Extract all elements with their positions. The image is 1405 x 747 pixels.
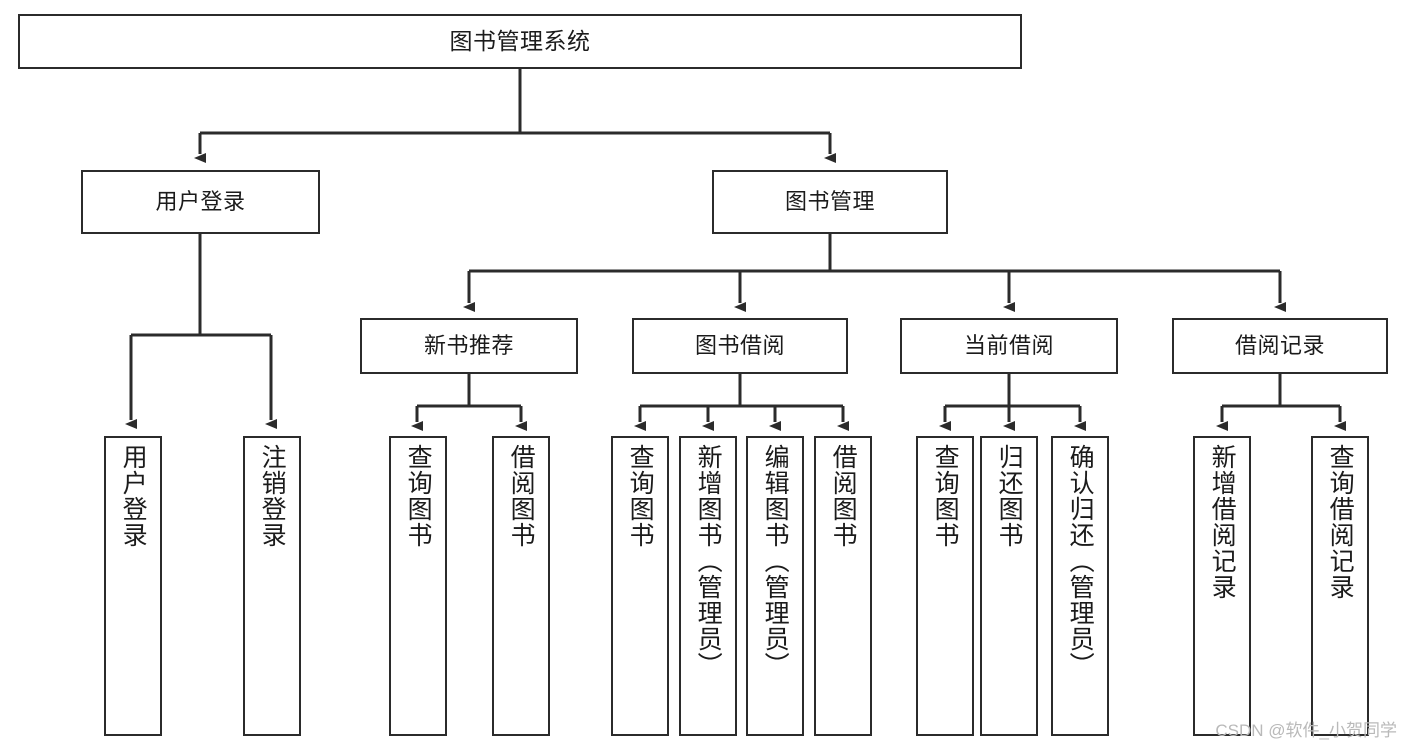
node-user-login[interactable]: 用户登录 <box>81 170 320 234</box>
node-book-management[interactable]: 图书管理 <box>712 170 948 234</box>
node-label: 新书推荐 <box>423 333 514 359</box>
node-label: 新增图书（管理员） <box>694 444 723 678</box>
node-label: 新增借阅记录 <box>1208 444 1237 600</box>
node-label: 用户登录 <box>119 444 148 548</box>
leaf-user-login[interactable]: 用户登录 <box>104 436 162 736</box>
node-label: 查询图书 <box>931 444 960 548</box>
node-label: 注销登录 <box>258 444 287 548</box>
node-label: 借阅图书 <box>507 444 536 548</box>
node-label: 当前借阅 <box>963 333 1054 359</box>
leaf-borrow-book-recommend[interactable]: 借阅图书 <box>492 436 550 736</box>
leaf-borrow-book[interactable]: 借阅图书 <box>814 436 872 736</box>
node-label: 借阅记录 <box>1234 333 1325 359</box>
leaf-return-book[interactable]: 归还图书 <box>980 436 1038 736</box>
node-label: 查询图书 <box>404 444 433 548</box>
leaf-query-book-current[interactable]: 查询图书 <box>916 436 974 736</box>
node-label: 查询图书 <box>626 444 655 548</box>
node-label: 查询借阅记录 <box>1326 444 1355 600</box>
node-label: 归还图书 <box>995 444 1024 548</box>
node-label: 用户登录 <box>155 189 246 215</box>
leaf-add-book-admin[interactable]: 新增图书（管理员） <box>679 436 737 736</box>
leaf-edit-book-admin[interactable]: 编辑图书（管理员） <box>746 436 804 736</box>
node-borrow-record[interactable]: 借阅记录 <box>1172 318 1388 374</box>
node-label: 编辑图书（管理员） <box>761 444 790 678</box>
node-new-book-recommend[interactable]: 新书推荐 <box>360 318 578 374</box>
node-label: 图书管理系统 <box>449 28 591 55</box>
leaf-query-borrow-record[interactable]: 查询借阅记录 <box>1311 436 1369 736</box>
leaf-query-book-borrow[interactable]: 查询图书 <box>611 436 669 736</box>
leaf-query-book-recommend[interactable]: 查询图书 <box>389 436 447 736</box>
leaf-user-logout[interactable]: 注销登录 <box>243 436 301 736</box>
node-label: 确认归还（管理员） <box>1066 444 1095 678</box>
node-label: 借阅图书 <box>829 444 858 548</box>
leaf-confirm-return-admin[interactable]: 确认归还（管理员） <box>1051 436 1109 736</box>
node-book-borrow[interactable]: 图书借阅 <box>632 318 848 374</box>
node-root-system[interactable]: 图书管理系统 <box>18 14 1022 69</box>
node-label: 图书借阅 <box>694 333 785 359</box>
csdn-watermark: CSDN @软件_小贺同学 <box>1215 721 1397 740</box>
leaf-add-borrow-record[interactable]: 新增借阅记录 <box>1193 436 1251 736</box>
node-current-borrow[interactable]: 当前借阅 <box>900 318 1118 374</box>
node-label: 图书管理 <box>784 189 875 215</box>
